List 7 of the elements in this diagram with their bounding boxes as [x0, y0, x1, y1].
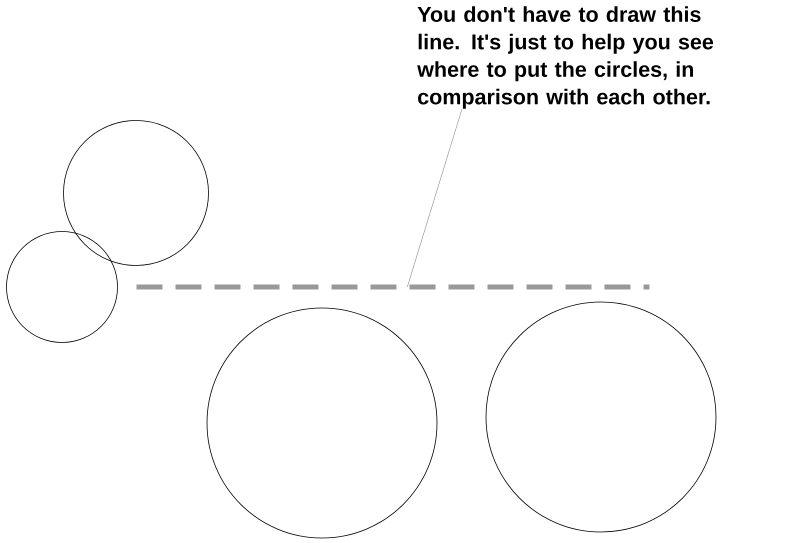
- circle: [6, 231, 118, 343]
- note-text: You don't have to draw this line. It's just to help you see where to put the circles, in comparison with each other.: [417, 6, 714, 109]
- circle: [486, 302, 716, 532]
- circle: [206, 308, 438, 538]
- leader-line: [407, 108, 462, 288]
- circle: [63, 120, 209, 266]
- dashed-line: [136, 284, 650, 290]
